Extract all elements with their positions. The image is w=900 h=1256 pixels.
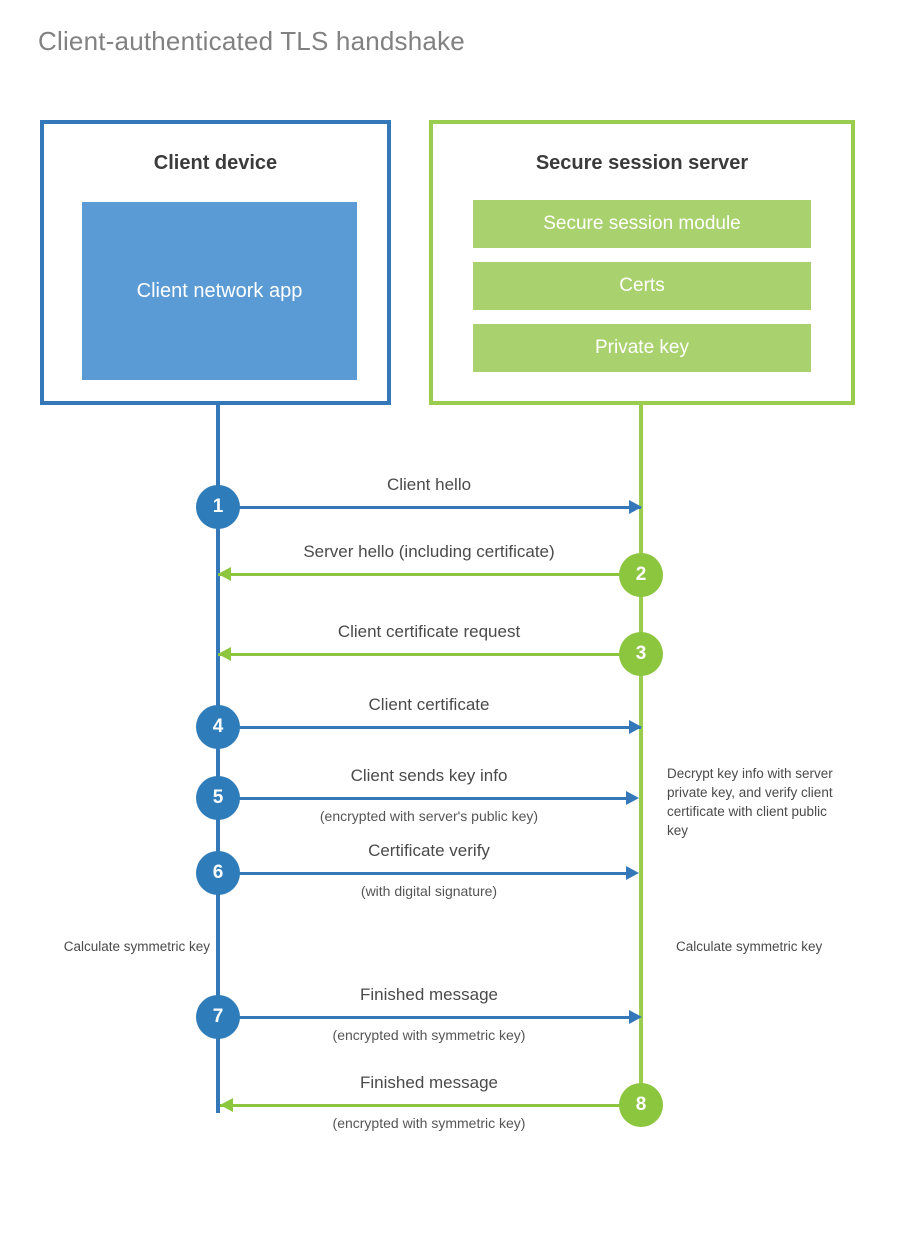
message-label-3: Client certificate request — [337, 622, 521, 641]
message-sublabel-7: (encrypted with symmetric key) — [332, 1027, 526, 1043]
message-label-8: Finished message — [360, 1073, 498, 1092]
message-line-7 — [218, 1016, 635, 1019]
message-line-2 — [218, 573, 641, 576]
arrow-head-right-7 — [629, 1010, 642, 1024]
message-line-5 — [218, 797, 629, 800]
client-device-title: Client device — [153, 152, 278, 174]
message-line-4 — [218, 726, 641, 729]
arrow-head-right-5 — [626, 791, 639, 805]
server-lifeline — [639, 401, 643, 1105]
arrow-head-left-2 — [218, 567, 231, 581]
message-label-2: Server hello (including certificate) — [303, 542, 555, 561]
server-component-secure-session-module: Secure session module — [473, 200, 811, 248]
step-badge-7[interactable]: 7 — [196, 995, 240, 1039]
server-calculate-symmetric-key-annotation: Calculate symmetric key — [676, 939, 823, 954]
message-sublabel-6: (with digital signature) — [360, 883, 498, 899]
client-lifeline — [216, 401, 220, 1113]
message-line-8 — [220, 1104, 641, 1107]
message-label-6: Certificate verify — [368, 841, 490, 860]
step-badge-5[interactable]: 5 — [196, 776, 240, 820]
arrow-head-left-3 — [218, 647, 231, 661]
message-sublabel-8: (encrypted with symmetric key) — [332, 1115, 526, 1131]
server-component-certs: Certs — [473, 262, 811, 310]
secure-session-server-title: Secure session server — [535, 152, 749, 174]
message-label-5: Client sends key info — [350, 766, 508, 785]
message-sublabel-5: (encrypted with server's public key) — [319, 808, 539, 824]
message-line-1 — [218, 506, 641, 509]
message-label-4: Client certificate — [368, 695, 490, 714]
message-line-6 — [218, 872, 629, 875]
step-badge-2[interactable]: 2 — [619, 553, 663, 597]
message-label-1: Client hello — [386, 475, 472, 494]
arrow-head-right-6 — [626, 866, 639, 880]
client-calculate-symmetric-key-annotation: Calculate symmetric key — [63, 939, 210, 954]
step-badge-6[interactable]: 6 — [196, 851, 240, 895]
client-network-app-box: Client network app — [82, 202, 357, 380]
step-badge-8[interactable]: 8 — [619, 1083, 663, 1127]
arrow-head-left-8 — [220, 1098, 233, 1112]
step-badge-4[interactable]: 4 — [196, 705, 240, 749]
server-component-private-key: Private key — [473, 324, 811, 372]
client-device-box: Client device Client network app — [40, 120, 391, 405]
step-badge-3[interactable]: 3 — [619, 632, 663, 676]
message-label-7: Finished message — [360, 985, 498, 1004]
page-title: Client-authenticated TLS handshake — [38, 26, 465, 56]
message-line-3 — [218, 653, 641, 656]
arrow-head-right-4 — [629, 720, 642, 734]
arrow-head-right-1 — [629, 500, 642, 514]
step-badge-1[interactable]: 1 — [196, 485, 240, 529]
secure-session-server-box: Secure session server Secure session mod… — [429, 120, 855, 405]
server-decrypt-annotation: Decrypt key info with server private key… — [667, 766, 833, 839]
